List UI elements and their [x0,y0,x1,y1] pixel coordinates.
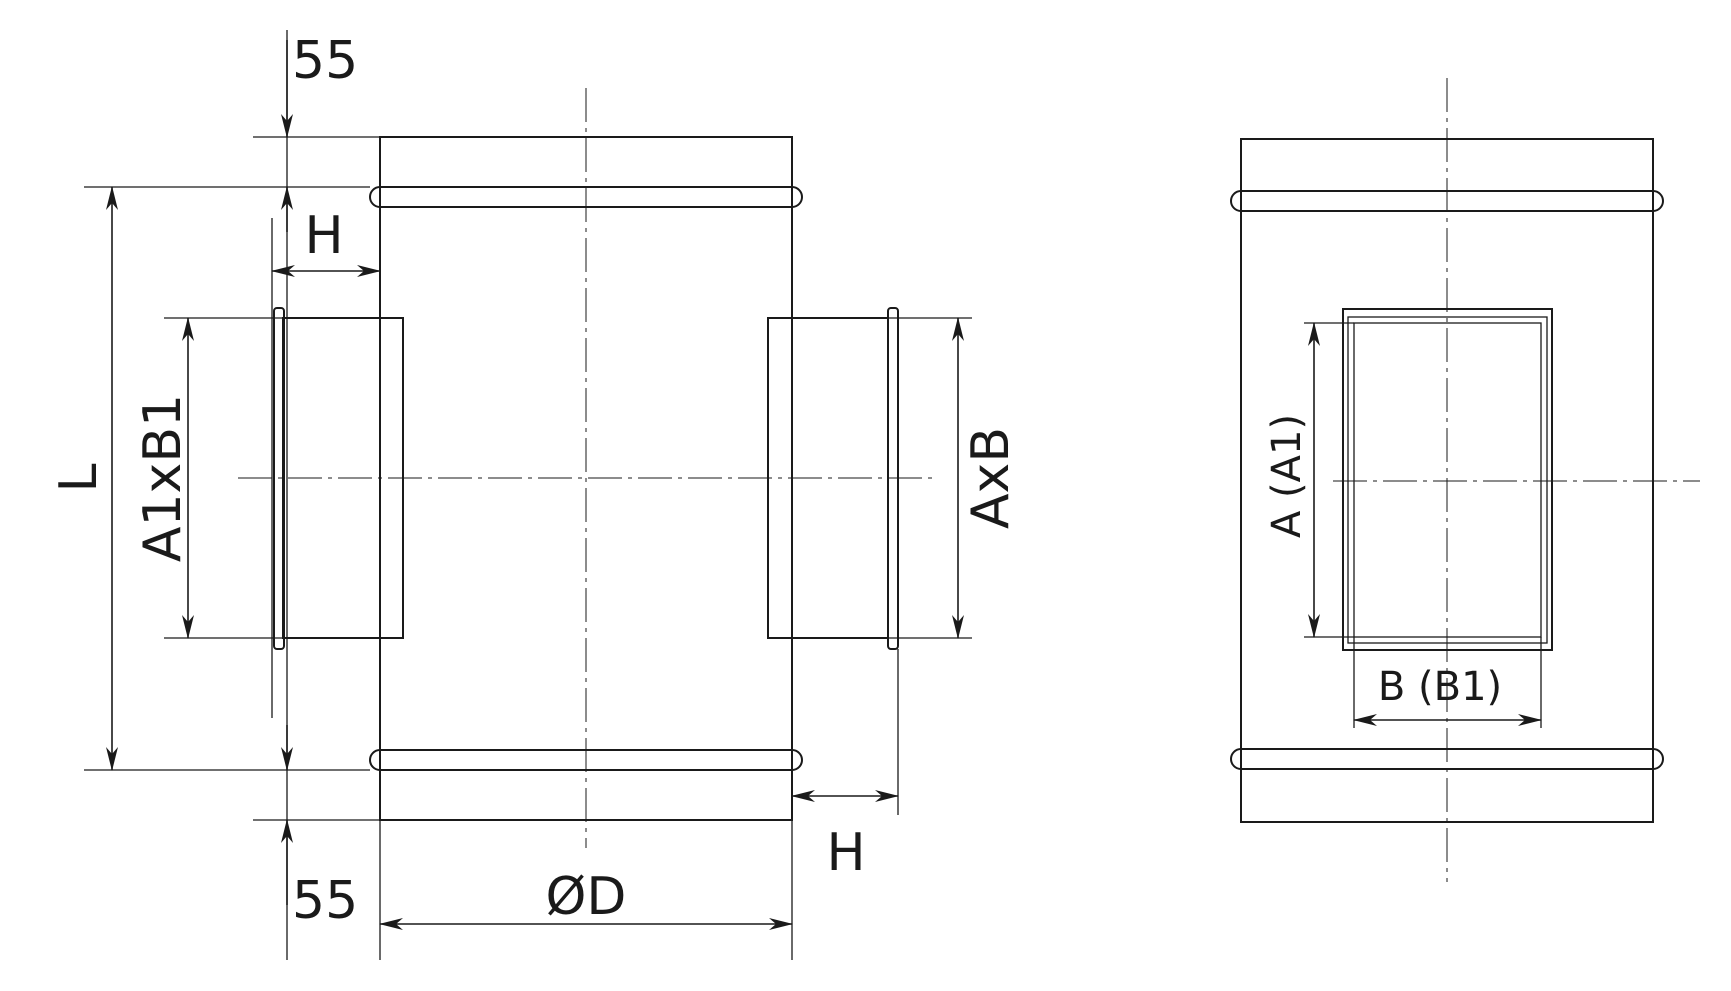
side-height-label: A (A1) [1264,414,1310,538]
front-view: 55 55 H H ØD L A1xB1 AxB [49,30,1021,960]
right-branch-length-label: H [826,823,865,883]
left-branch-length-label: H [304,206,343,266]
length-label: L [49,463,109,492]
top-offset-label: 55 [292,31,358,91]
left-size-label: A1xB1 [133,394,193,562]
bottom-offset-label: 55 [292,871,358,931]
right-size-label: AxB [961,427,1021,529]
diameter-label: ØD [546,867,627,927]
side-view: A (A1) B (B1) [1230,78,1700,882]
side-width-label: B (B1) [1378,664,1502,710]
left-branch-flange [273,307,285,650]
